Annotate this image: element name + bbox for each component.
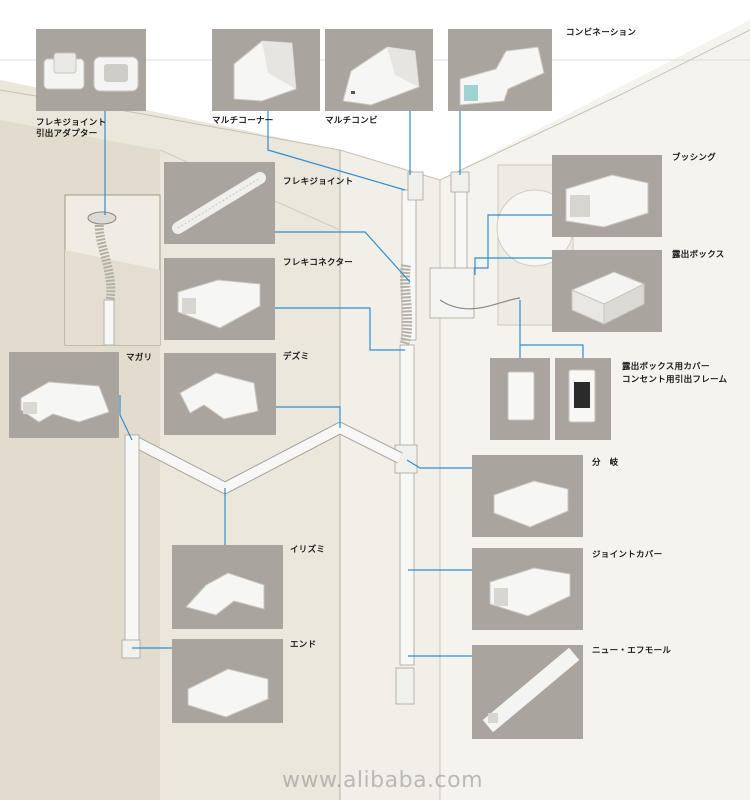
panel-flex-joint (164, 162, 275, 244)
panel-flex-adapter (36, 29, 146, 111)
panel-multi-combi (325, 29, 433, 111)
panel-end (172, 639, 283, 723)
label-magari: マガリ (126, 353, 153, 363)
panel-multi-corner (212, 29, 320, 111)
label-bunki: 分 岐 (592, 458, 619, 468)
panel-magari (9, 352, 119, 438)
panel-dezumi (164, 353, 276, 435)
label-multi-corner: マルチコーナー (212, 116, 274, 126)
panel-box-cover (490, 358, 550, 440)
panel-flex-connector (164, 258, 275, 340)
panel-outlet-frame (555, 358, 611, 440)
panel-joint-cover (472, 548, 583, 630)
label-flex-connector: フレキコネクター (283, 258, 354, 268)
watermark: www.alibaba.com (282, 768, 484, 793)
panel-irizumi (172, 545, 283, 629)
label-new-f-mall: ニュー・エフモール (592, 646, 672, 656)
connector-lines (104, 110, 584, 657)
panel-new-f-mall (472, 645, 583, 739)
label-outlet-frame: コンセント用引出フレーム (622, 375, 728, 385)
label-joint-cover: ジョイントカバー (592, 550, 663, 560)
label-flex-adapter-2: 引出アダプター (36, 129, 98, 139)
panel-bushing (552, 155, 662, 237)
center-wall (340, 150, 440, 800)
panel-exposed-box (552, 250, 662, 332)
label-exposed-box: 露出ボックス (672, 250, 725, 260)
label-combination: コンビネーション (566, 28, 637, 38)
panel-combination (448, 29, 552, 111)
label-flex-joint: フレキジョイント (283, 177, 354, 187)
label-multi-combi: マルチコンビ (325, 116, 378, 126)
panel-bunki (472, 455, 583, 537)
label-end: エンド (290, 640, 317, 650)
label-dezumi: デズミ (283, 352, 310, 362)
outlet-box-scene (429, 267, 475, 319)
secondary-duct-vertical (454, 179, 468, 276)
label-flex-adapter-1: フレキジョイント (36, 118, 107, 128)
label-irizumi: イリズミ (290, 545, 326, 555)
flex-hose-main (399, 264, 413, 347)
label-box-cover: 露出ボックス用カバー (622, 362, 710, 372)
label-bushing: ブッシング (672, 153, 717, 163)
